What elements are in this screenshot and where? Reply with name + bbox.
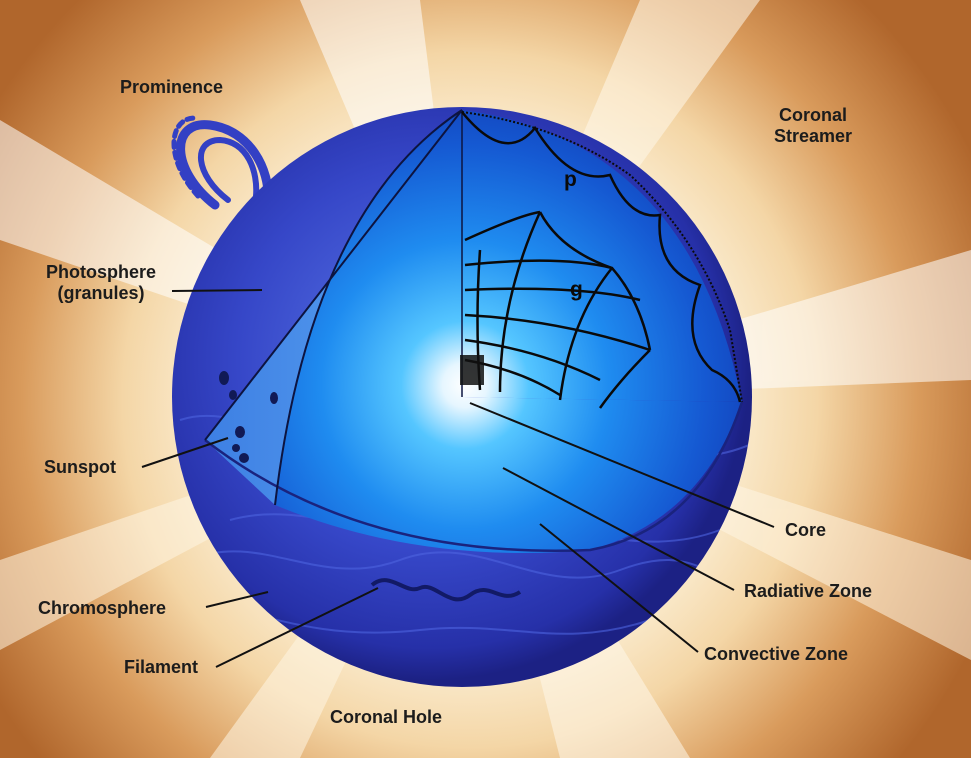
label-filament: Filament — [124, 657, 199, 677]
prominence-loops — [171, 115, 273, 210]
label-photosphere-line2: (granules) — [57, 283, 145, 303]
label-convective-zone: Convective Zone — [704, 644, 849, 664]
label-sunspot: Sunspot — [44, 457, 116, 477]
label-coronal-streamer-line2: Streamer — [773, 126, 853, 146]
g-mode-waves — [464, 210, 652, 409]
label-p-mode: p — [564, 168, 577, 191]
label-g-mode: g — [570, 278, 583, 301]
core-cluster — [460, 355, 484, 385]
label-photosphere-line1: Photosphere — [45, 262, 156, 282]
interior-volume — [275, 110, 742, 553]
label-coronal-streamer-line1: Coronal — [778, 105, 847, 125]
label-prominence: Prominence — [120, 77, 224, 97]
label-coronal-streamer: Coronal Streamer — [758, 105, 868, 147]
label-chromosphere: Chromosphere — [38, 598, 167, 618]
label-radiative-zone: Radiative Zone — [744, 581, 873, 601]
filament-feature — [370, 578, 522, 602]
interior-right-quadrant — [462, 110, 742, 402]
label-coronal-hole: Coronal Hole — [330, 707, 443, 727]
label-core: Core — [785, 520, 827, 540]
p-mode-waves — [461, 111, 742, 403]
leader-lines — [141, 289, 775, 668]
cutaway-interior — [204, 109, 744, 553]
sunspots — [219, 371, 278, 463]
label-photosphere: Photosphere (granules) — [32, 262, 170, 304]
